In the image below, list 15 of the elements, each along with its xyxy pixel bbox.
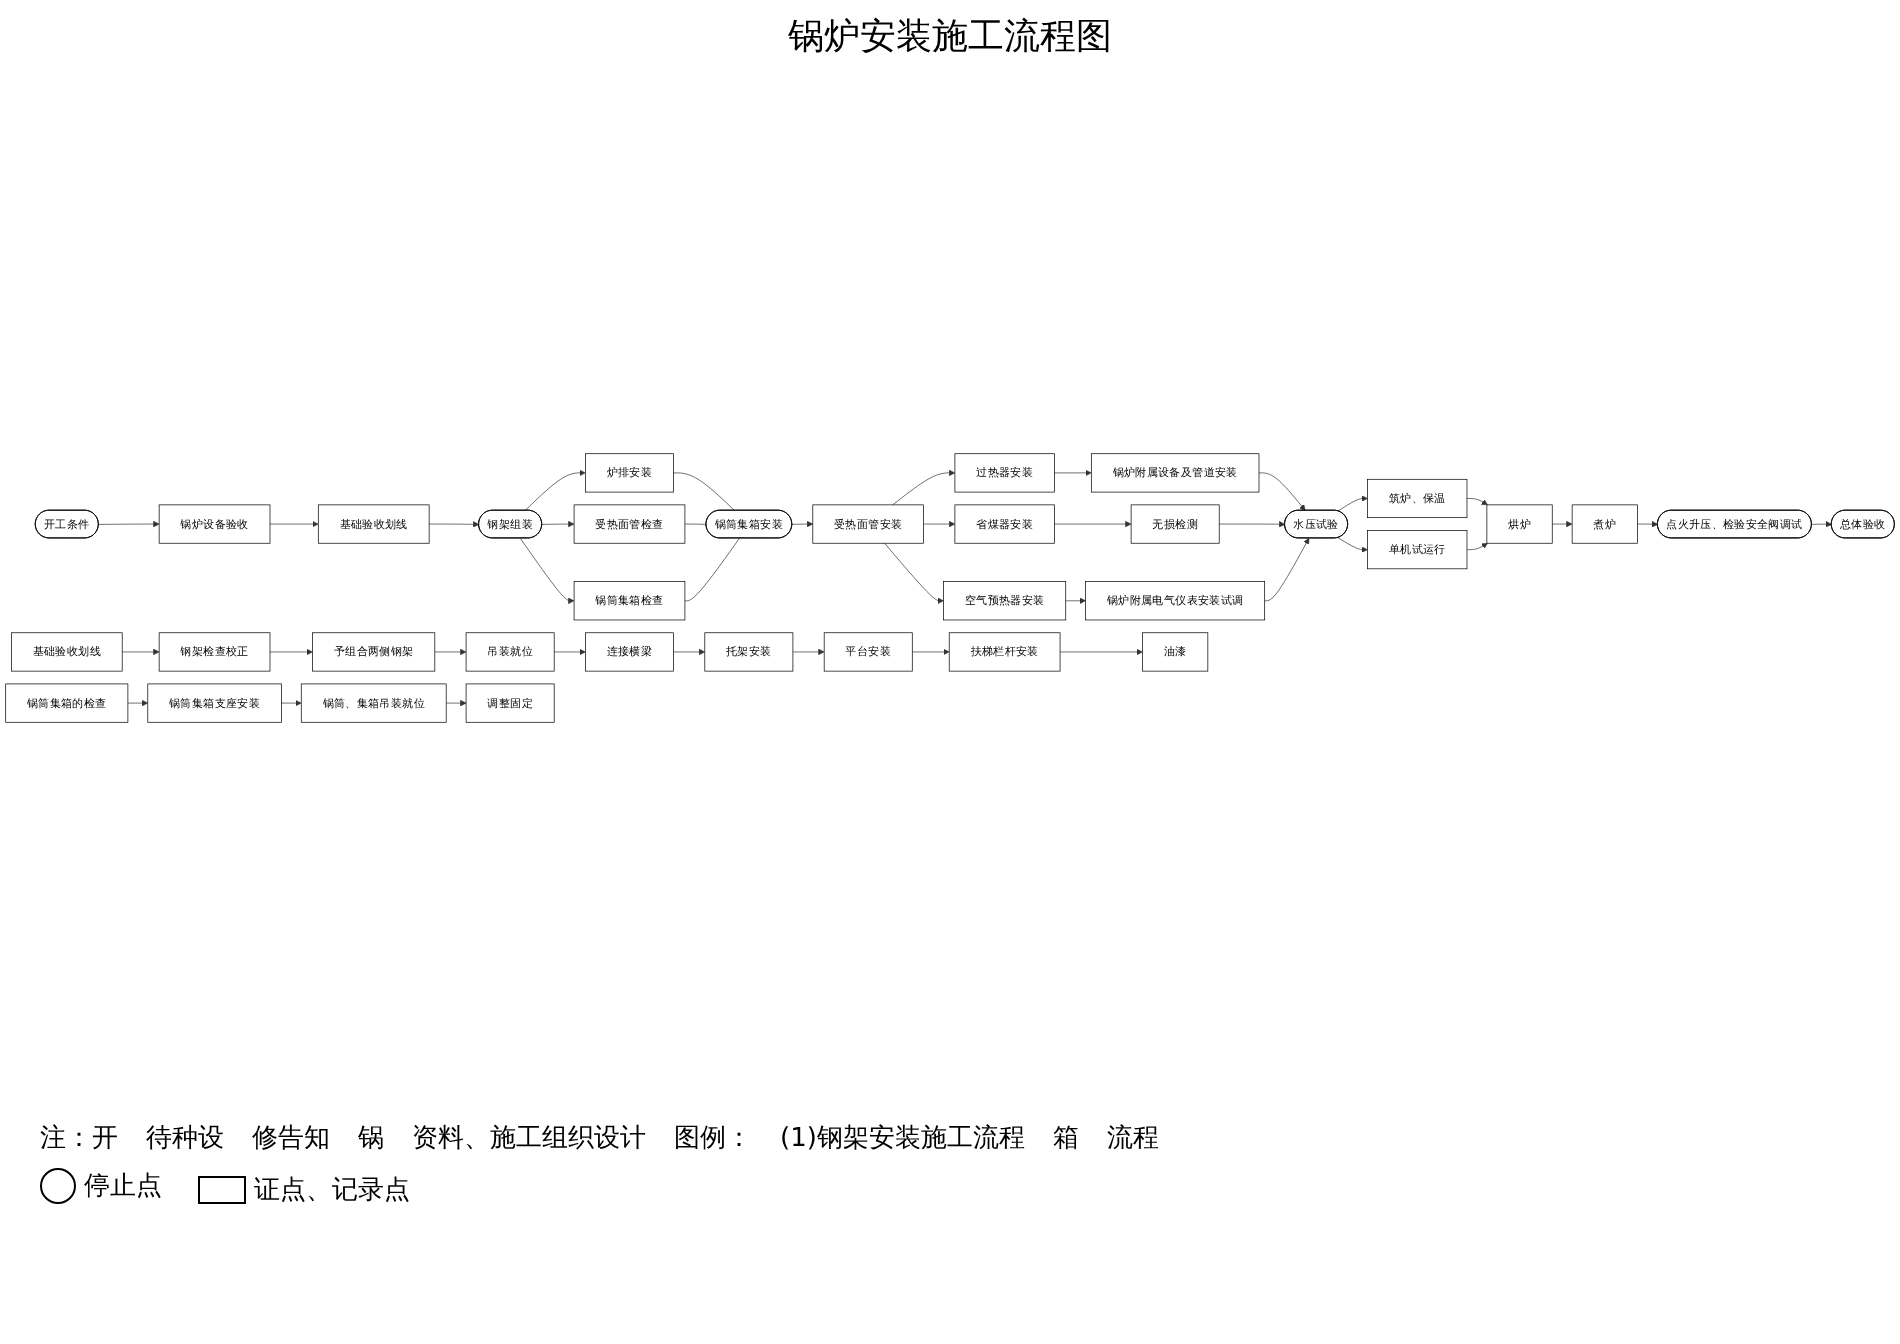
note-text: (1)钢架安装施工流程: [780, 1122, 1025, 1156]
note-text: 箱: [1052, 1122, 1079, 1156]
note-text: 图例：: [674, 1122, 752, 1156]
note-text: 待种设: [146, 1122, 224, 1156]
legend-text: 停止点: [84, 1170, 162, 1204]
connector: [684, 523, 707, 525]
note-text: 锅: [358, 1122, 384, 1156]
note-text: 资料、施工组织设计: [412, 1122, 646, 1156]
diagram-title: 锅炉安装施工流程图: [786, 14, 1114, 60]
note-text: 注：开: [40, 1122, 118, 1156]
connector: [673, 472, 735, 511]
note-text: 流程: [1106, 1122, 1159, 1156]
connector: [684, 537, 740, 602]
legend-text: 证点、记录点: [254, 1174, 410, 1208]
note-text: 修告知: [252, 1122, 330, 1156]
